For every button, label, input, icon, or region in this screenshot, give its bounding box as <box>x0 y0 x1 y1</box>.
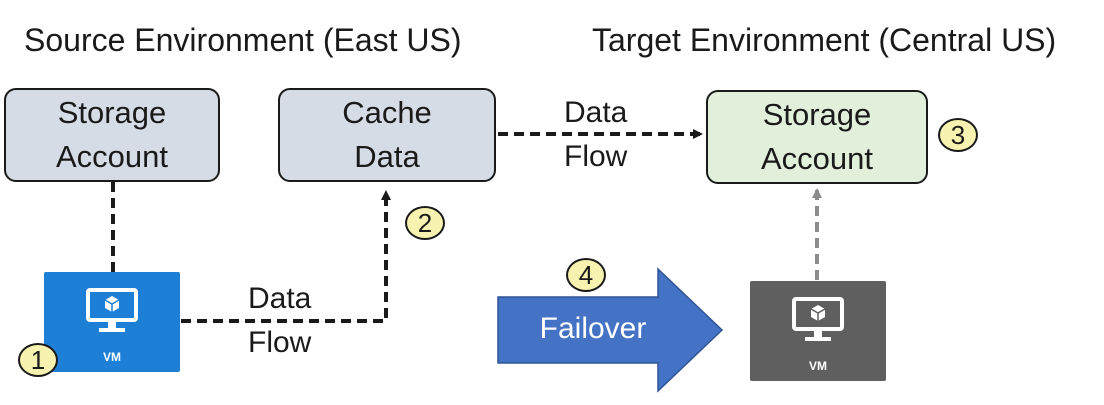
vm-to-cache-flow-line2: Flow <box>248 326 312 359</box>
source-storage-line2: Account <box>55 139 168 174</box>
target-storage-account-box: Storage Account <box>706 90 928 184</box>
cache-data-box: Cache Data <box>278 88 496 182</box>
step-badge-1: 1 <box>18 343 58 377</box>
vm-monitor-icon <box>86 288 138 332</box>
vm-monitor-icon <box>792 297 844 341</box>
step-badge-4: 4 <box>566 258 606 292</box>
source-vm-tile: VM <box>44 272 180 372</box>
step-badge-2: 2 <box>405 206 445 240</box>
cache-to-target-flow-line2: Flow <box>564 140 628 173</box>
failover-arrow <box>497 267 724 393</box>
source-storage-line1: Storage <box>57 95 167 130</box>
vm-to-cache-flow-line1: Data <box>248 282 312 315</box>
failover-label: Failover <box>539 312 647 345</box>
target-environment-heading: Target Environment (Central US) <box>592 22 1057 58</box>
link-vm-to-cache <box>181 190 391 323</box>
step-badge-3: 3 <box>938 118 978 152</box>
source-vm-label: VM <box>103 350 121 364</box>
source-environment-heading: Source Environment (East US) <box>24 22 462 58</box>
target-storage-line2: Account <box>760 141 873 176</box>
target-vm-label: VM <box>809 359 827 373</box>
cache-data-line1: Cache <box>342 95 432 130</box>
source-storage-account-box: Storage Account <box>4 88 220 182</box>
target-vm-tile: VM <box>750 281 886 381</box>
target-storage-line1: Storage <box>762 97 872 132</box>
cache-to-target-flow-line1: Data <box>564 96 628 129</box>
cache-data-line2: Data <box>354 139 420 174</box>
